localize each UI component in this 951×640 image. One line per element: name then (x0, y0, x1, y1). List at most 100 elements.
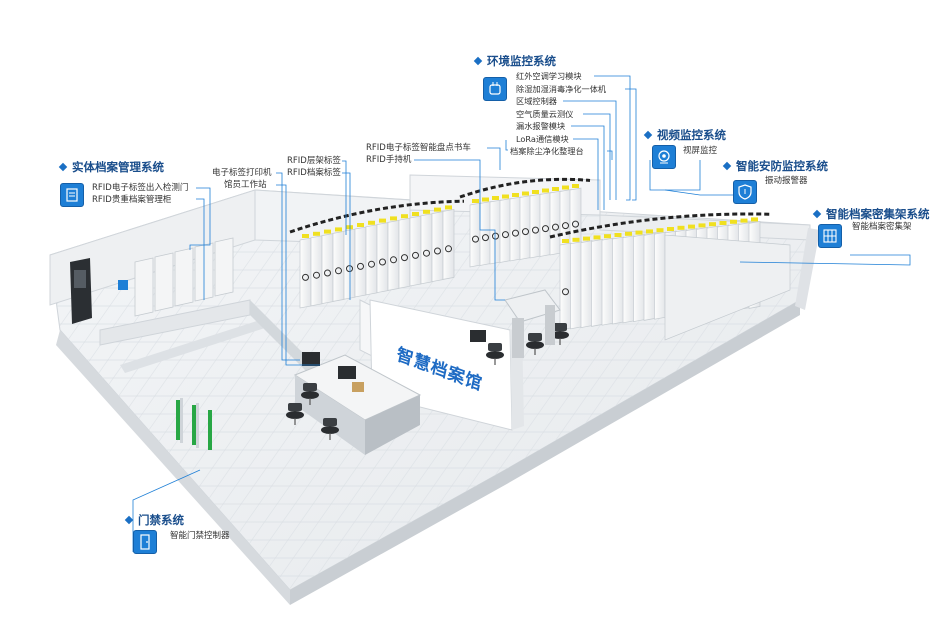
shelf-handwheel (542, 225, 549, 233)
chairs (286, 323, 569, 440)
rfid-tag (730, 219, 737, 224)
compact-shelf-row-2 (459, 177, 591, 268)
rfid-tag (562, 239, 569, 243)
shelf-handwheel (532, 226, 539, 234)
shelf-handwheel (401, 254, 408, 262)
shelf-handwheel (562, 222, 569, 230)
env-item-4: 空气质量云测仪 (516, 109, 574, 119)
shelf-handwheel (562, 288, 569, 296)
shelf-unit (299, 237, 312, 309)
shelf-unit (387, 219, 400, 291)
compact-shelf-row-1 (289, 199, 465, 309)
shelf-handwheel (368, 260, 375, 268)
shelf-unit (559, 242, 572, 331)
door-system-title: 门禁系统 (124, 512, 184, 528)
hand-sensor-icon (483, 77, 507, 101)
rfid-tag (635, 230, 643, 235)
rfid-tag (552, 187, 559, 191)
video-title-text: 视频监控系统 (657, 128, 726, 142)
rfid-tag (562, 185, 569, 190)
door-item-1: 智能门禁控制器 (170, 531, 230, 541)
shelf-unit (643, 232, 656, 321)
shelf-handwheel (522, 228, 529, 236)
rfid-tag (502, 194, 509, 199)
shelf-unit (343, 228, 356, 300)
shelf-unit (420, 213, 433, 285)
shelf-unit (321, 233, 334, 305)
cleaning-workbench (470, 289, 561, 358)
rfid-antenna-chain (459, 177, 591, 199)
shelf-handwheel (572, 220, 579, 228)
rfid-tag (604, 234, 611, 239)
shelf-handwheel (390, 256, 397, 264)
rfid-tag (709, 222, 716, 227)
shelf-unit (529, 193, 542, 259)
shelf-handwheel (423, 249, 430, 257)
compact-item-1: 智能档案密集架 (852, 222, 912, 232)
shelf-handwheel (357, 262, 364, 270)
shelf-unit (580, 240, 593, 329)
shelf-unit (431, 211, 444, 283)
shelf-unit (499, 198, 512, 263)
door-icon (133, 530, 157, 554)
env-item-1: 红外空调学习模块 (516, 71, 582, 81)
shelf-unit (622, 235, 635, 324)
env-item-7: 档案除尘净化整理台 (510, 146, 584, 156)
rfid-inventory-cart: RFID电子标签智能盘点书车 (366, 143, 471, 153)
rfid-tag (698, 223, 706, 228)
rfid-tag (593, 235, 601, 240)
rfid-tag (434, 207, 441, 212)
chair-seat (321, 426, 339, 434)
security-item-1: 振动报警器 (765, 176, 808, 186)
shelf-handwheel (482, 234, 489, 242)
physical-item-2: RFID贵重档案管理柜 (92, 195, 172, 205)
librarian-workstation: 馆员工作站 (224, 180, 267, 190)
rfid-tag (677, 225, 685, 230)
cabinet (154, 252, 174, 312)
diamond-icon (58, 162, 68, 171)
camera-icon (652, 145, 676, 169)
rfid-tag (572, 237, 580, 242)
rfid-tag (324, 229, 331, 234)
chair-back (288, 403, 302, 411)
rfid-tag (572, 184, 579, 188)
rfid-tag (401, 214, 408, 219)
rfid-antenna-chain (289, 199, 465, 234)
diamond-icon (124, 515, 134, 524)
shelf-unit (479, 201, 492, 266)
shelf-unit (310, 235, 323, 307)
rfid-tag (379, 218, 386, 223)
security-title-text: 智能安防监控系统 (736, 159, 828, 173)
chair-seat (551, 331, 569, 339)
shelf-unit (601, 237, 614, 326)
rfid-tag (614, 233, 622, 237)
security-system-title: 智能安防监控系统 (722, 158, 828, 174)
shelf-handwheel (324, 269, 331, 277)
env-item-3: 区域控制器 (516, 96, 557, 106)
rfid-tag (646, 229, 653, 234)
shelf-unit (591, 238, 603, 327)
shelf-handwheel (379, 258, 386, 266)
chair-seat (286, 411, 304, 419)
rfid-handheld: RFID手持机 (366, 155, 412, 165)
shelf-handwheel (346, 265, 353, 273)
card-reader (118, 280, 128, 290)
rfid-tag (751, 217, 758, 222)
chair-back (323, 418, 337, 426)
shelf-unit (489, 199, 502, 265)
compact-title-text: 智能档案密集架系统 (826, 207, 930, 221)
shelf-unit (509, 196, 522, 262)
env-system-title: 环境监控系统 (473, 53, 556, 69)
compact-shelf-system-title: 智能档案密集架系统 (812, 206, 930, 222)
diamond-icon (643, 130, 653, 139)
shelf-handwheel (512, 229, 519, 237)
shelf-handwheel (302, 273, 309, 281)
physical-item-1: RFID电子标签出入检测门 (92, 183, 189, 193)
shelf-unit (633, 234, 645, 323)
rfid-tag (412, 212, 419, 216)
shelf-unit (442, 208, 455, 280)
shelf-handwheel (335, 267, 342, 275)
rfid-tag (740, 218, 748, 223)
shelf-handwheel (502, 231, 509, 239)
shelf-unit (570, 241, 582, 330)
